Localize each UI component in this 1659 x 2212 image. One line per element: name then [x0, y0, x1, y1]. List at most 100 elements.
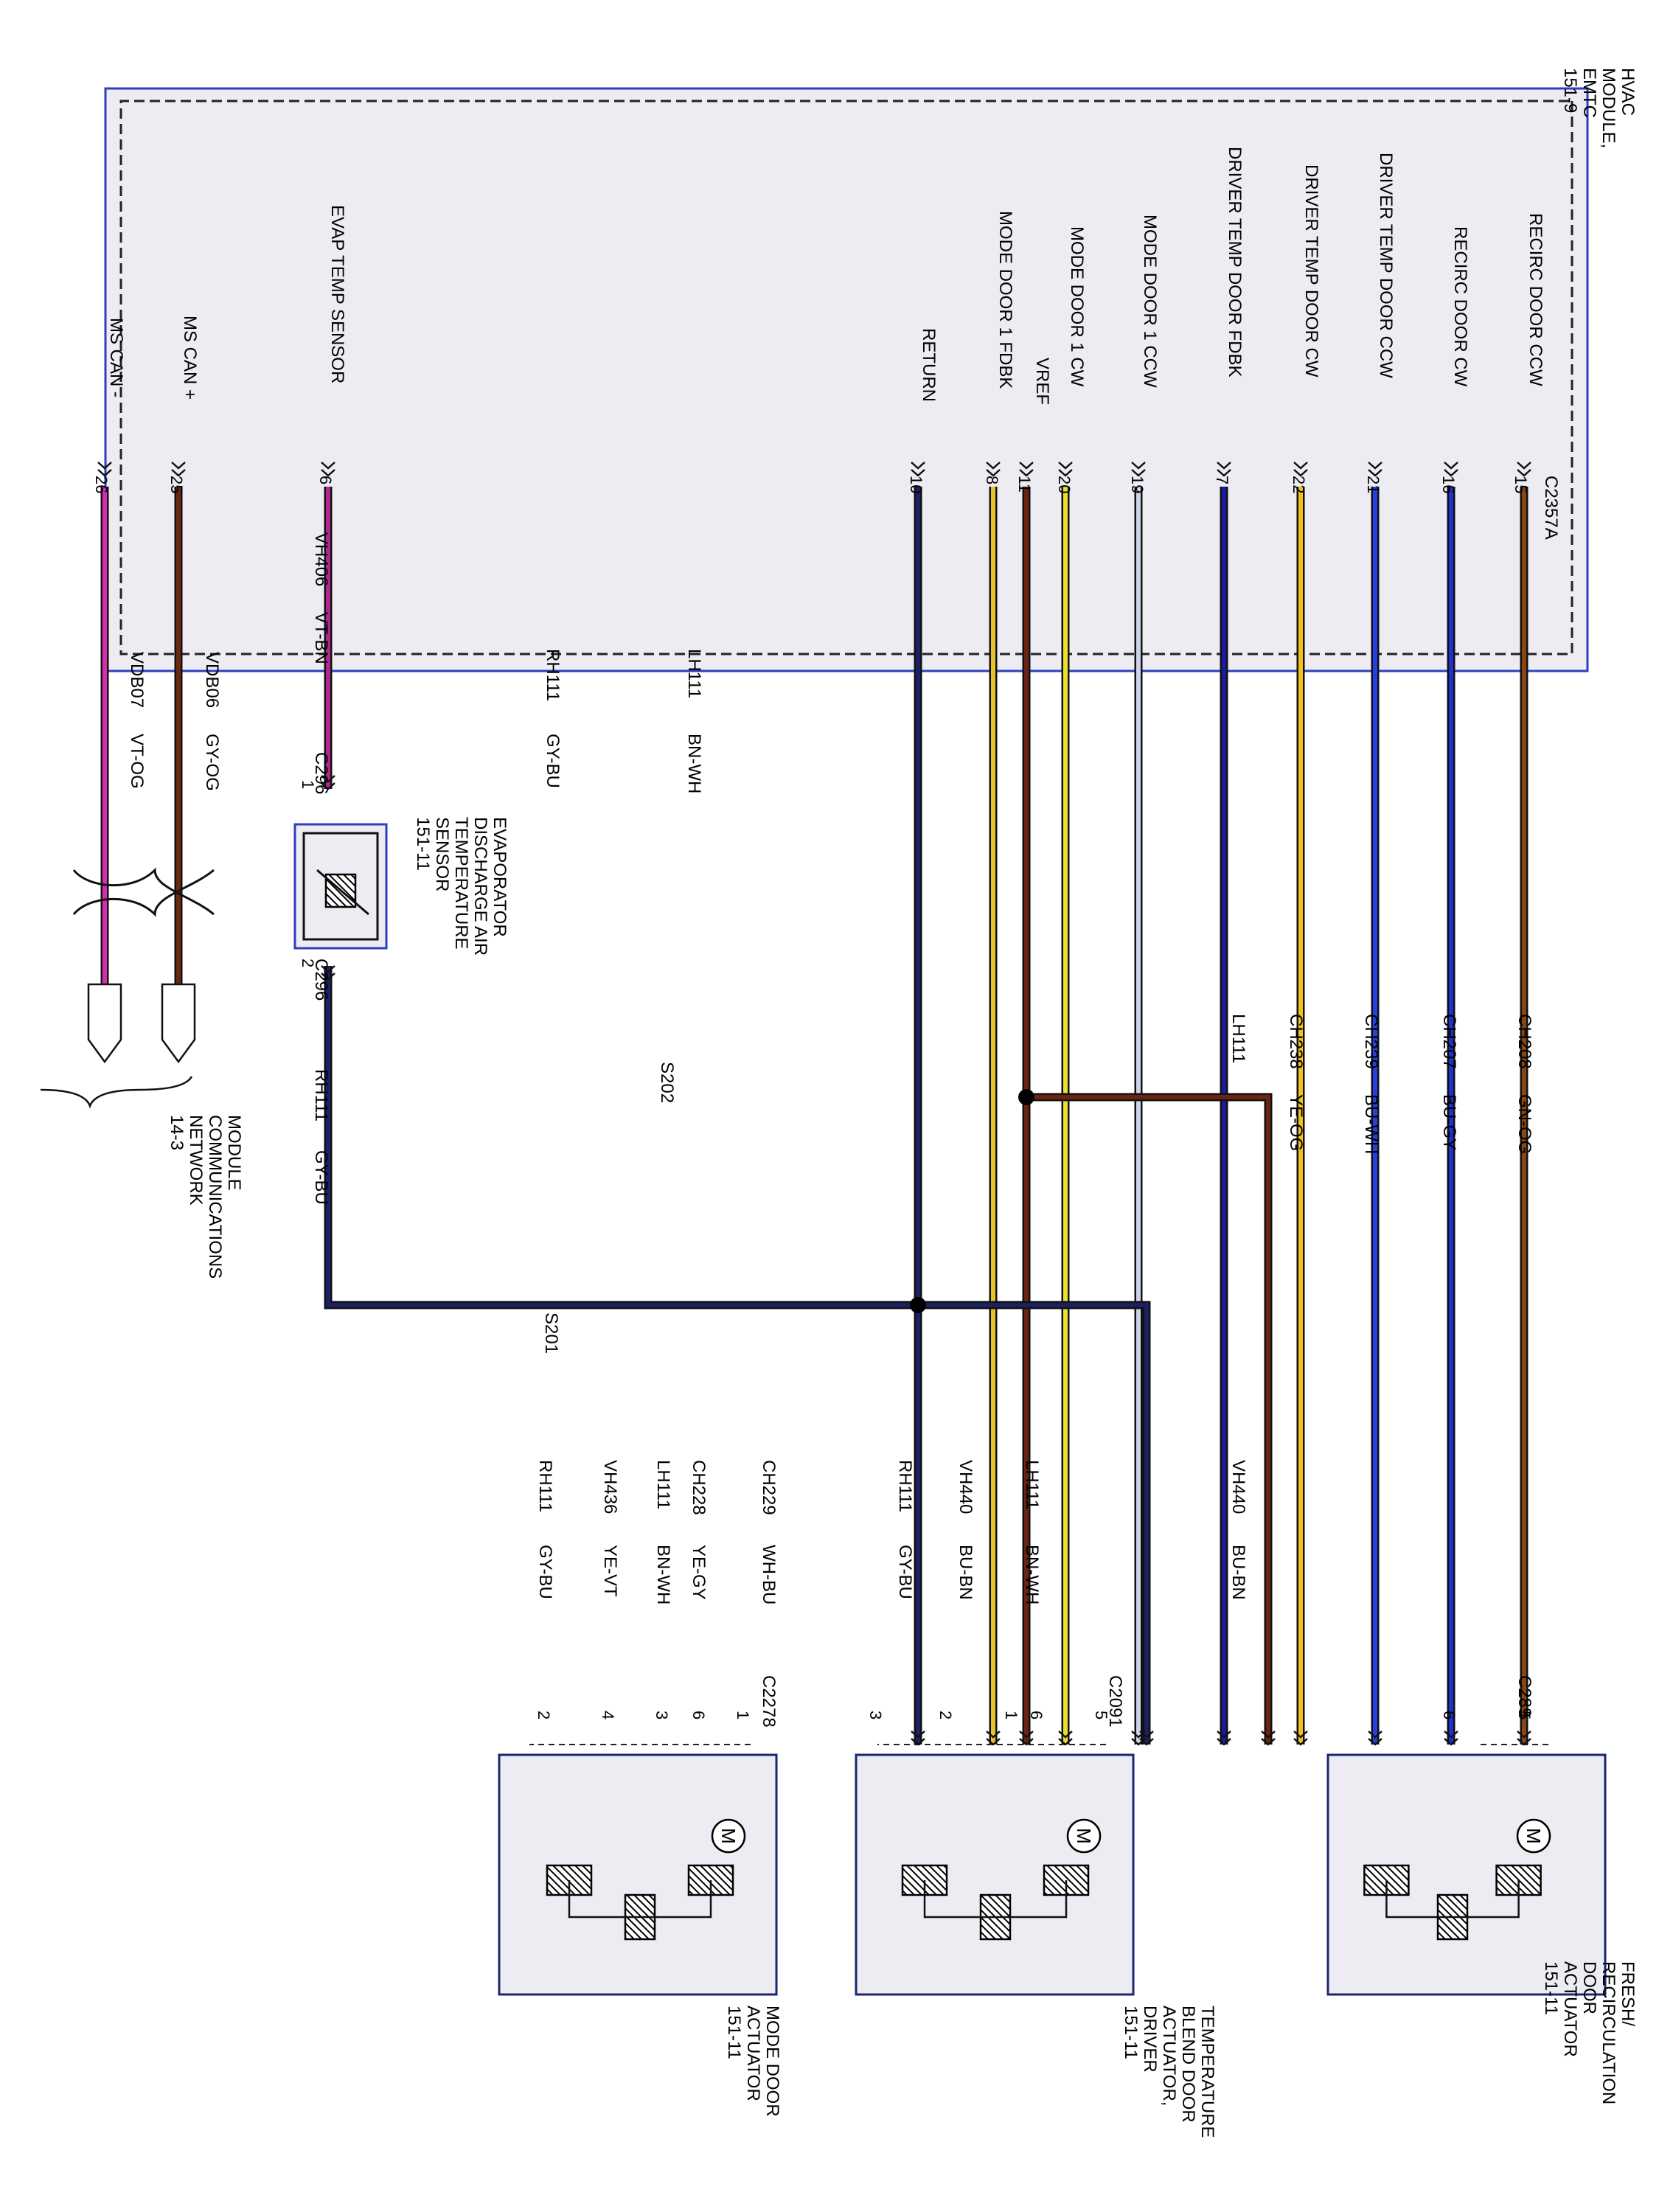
wire-circuit: VDB06	[202, 652, 222, 709]
hvac-module-title: HVAC MODULE, EMTC 151-9	[1560, 68, 1638, 149]
lower-wire-color: GY-BU	[535, 1545, 555, 1599]
module-connector-chevron	[97, 469, 112, 477]
wire-color: VT-OG	[127, 734, 147, 789]
lower-wire-color: YE-GY	[689, 1545, 709, 1600]
network-name: MODULE COMMUNICATIONS NETWORK 14-3	[167, 1115, 244, 1279]
ms-can-minus-pointer	[87, 983, 122, 1064]
evap-thermistor-arrow	[316, 869, 369, 916]
fresh-recirc-actuator-box	[1326, 1753, 1607, 1996]
actuator-pin: 5	[1092, 1711, 1110, 1720]
pin-label-recirc-cw: RECIRC DOOR CW	[1450, 226, 1470, 387]
module-connector-chevron	[1131, 462, 1146, 470]
actuator-connector-chevron	[1517, 1731, 1531, 1739]
lower-wire-color: BN-WH	[1022, 1545, 1042, 1605]
pin-label-mode-ccw: MODE DOOR 1 CCW	[1140, 215, 1160, 388]
pin-number: 8	[983, 476, 1001, 485]
pin-label-mode-cw: MODE DOOR 1 CW	[1067, 226, 1087, 387]
mode-door-motor	[711, 1818, 746, 1854]
wire-color: VT-BN	[311, 612, 331, 664]
module-connector-chevron	[1019, 462, 1034, 470]
wire-circuit: RH111	[311, 1069, 331, 1122]
splice-s201-dot	[910, 1297, 926, 1313]
lower-wire-circuit: CH228	[689, 1460, 709, 1515]
actuator-connector-chevron	[1058, 1738, 1073, 1746]
lower-wire-color: WH-BU	[759, 1545, 779, 1605]
connector-c2357a: C2357A	[1541, 476, 1561, 540]
lower-wire-color: YE-VT	[600, 1545, 620, 1597]
module-connector-chevron	[1217, 462, 1231, 470]
pin-label-return: RETURN	[919, 328, 939, 402]
pin-label-recirc-ccw: RECIRC DOOR CCW	[1526, 213, 1545, 386]
actuator-pin: 1	[734, 1711, 752, 1720]
pin-number: 21	[1364, 476, 1382, 494]
wire-color: BU-WH	[1361, 1094, 1381, 1155]
ms-can-plus-pointer	[161, 983, 196, 1064]
module-connector-chevron	[911, 469, 925, 477]
actuator-connector-chevron	[1368, 1731, 1382, 1739]
module-connector-chevron	[321, 469, 335, 477]
wire-color: BU-GY	[1439, 1094, 1459, 1151]
wire-color: GY-BU	[543, 734, 563, 788]
fresh-recirc-actuator-name: FRESH/ RECIRCULATION DOOR ACTUATOR 151-1…	[1541, 1961, 1638, 2105]
connector-c2278: C2278	[759, 1675, 779, 1728]
fresh-recirc-wiring	[1385, 1880, 1520, 1919]
actuator-pin: 6	[689, 1711, 708, 1720]
actuator-connector-chevron	[1019, 1738, 1034, 1746]
wire-circuit: VH440	[1228, 1460, 1248, 1514]
sensor-connector-chevron	[321, 782, 335, 790]
actuator-connector-chevron	[1293, 1731, 1308, 1739]
actuator-pin: 6	[1027, 1711, 1046, 1720]
actuator-connector-chevron	[986, 1738, 1001, 1746]
wire-return-branch	[918, 1303, 1149, 1745]
lower-wire-color: BN-WH	[653, 1545, 673, 1605]
pin-number: 15	[1512, 476, 1530, 494]
module-connector-chevron	[171, 469, 186, 477]
wire-color: BU-BN	[1228, 1545, 1248, 1600]
fresh-recirc-motor-label: M	[1523, 1828, 1545, 1844]
lower-wire-color: GY-BU	[895, 1545, 915, 1599]
pin-number: 19	[1128, 476, 1147, 494]
wires	[100, 487, 1528, 1745]
pin-label-driver-temp-ccw: DRIVER TEMP DOOR CCW	[1376, 153, 1396, 378]
lower-wire-circuit: VH436	[600, 1460, 620, 1514]
wire-circuit: VH406	[311, 532, 331, 587]
wire-circuit: CH239	[1361, 1014, 1381, 1069]
actuator-pin: 2	[535, 1711, 553, 1720]
wire-color: GN-OG	[1514, 1094, 1534, 1155]
pin-number: 16	[1439, 476, 1458, 494]
lower-wire-color: BU-BN	[956, 1545, 975, 1600]
pin-label-vref: VREF	[1032, 358, 1052, 406]
module-connector-chevron	[1444, 469, 1458, 477]
pin-number: 6	[316, 476, 335, 485]
lower-wire-circuit: RH111	[895, 1460, 915, 1513]
lower-wire-circuit: LH111	[1022, 1460, 1042, 1510]
mode-door-actuator-name: MODE DOOR ACTUATOR 151-11	[724, 2006, 782, 2117]
wire-circuit: LH111	[1228, 1014, 1248, 1064]
wire-circuit: CH238	[1286, 1014, 1306, 1069]
wire-circuit: RH111	[543, 649, 563, 702]
actuator-pin: 3	[653, 1711, 671, 1720]
actuator-connector-chevron	[1217, 1731, 1231, 1739]
twisted-pair-mark	[72, 869, 215, 917]
module-connector-chevron	[321, 462, 335, 470]
mode-door-wiring	[568, 1880, 712, 1919]
module-connector-chevron	[1444, 462, 1458, 470]
pin-label-driver-temp-cw: DRIVER TEMP DOOR CW	[1301, 164, 1321, 378]
temp-blend-motor-label: M	[1073, 1828, 1095, 1844]
network-brace	[40, 1076, 193, 1109]
actuator-pin: 2	[936, 1711, 955, 1720]
actuator-connector-chevron	[1019, 1731, 1034, 1739]
module-connector-chevron	[1058, 469, 1073, 477]
pin-number: 25	[167, 476, 186, 494]
sensor-pin-1: 1	[299, 780, 317, 790]
module-connector-chevron	[97, 462, 112, 470]
sensor-connector-chevron	[321, 965, 335, 973]
module-connector-chevron	[171, 462, 186, 470]
actuator-pin: 3	[866, 1711, 885, 1720]
actuator-connector-chevron	[1058, 1731, 1073, 1739]
wire-color: GY-BU	[311, 1150, 331, 1205]
module-connector-chevron	[1058, 462, 1073, 470]
actuator-connector-chevron	[911, 1738, 925, 1746]
twisted-pair-mark	[72, 867, 215, 916]
